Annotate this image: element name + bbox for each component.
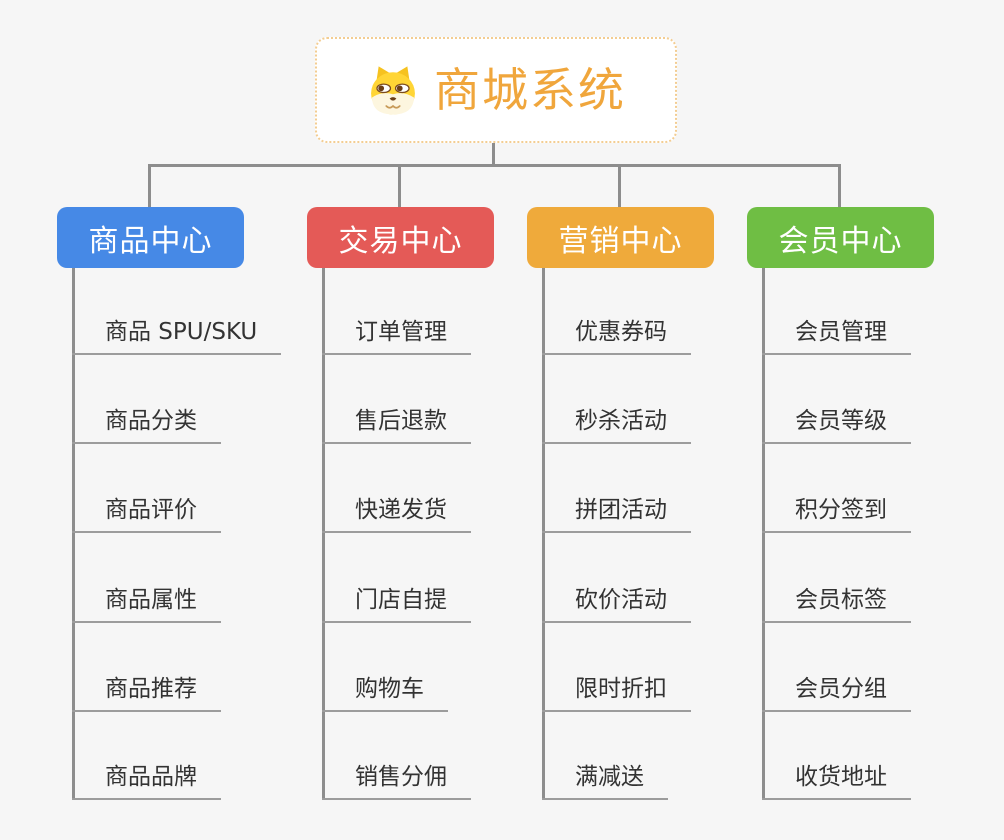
column-spine-member bbox=[762, 267, 765, 800]
branch-label: 交易中心 bbox=[338, 223, 463, 259]
branch-node-trade-center[interactable]: 交易中心 bbox=[307, 207, 494, 268]
leaf-node[interactable]: 商品属性 bbox=[72, 585, 221, 623]
leaf-node[interactable]: 快递发货 bbox=[322, 495, 471, 533]
leaf-node[interactable]: 会员管理 bbox=[762, 317, 911, 355]
branch-node-product-center[interactable]: 商品中心 bbox=[57, 207, 244, 268]
leaf-node[interactable]: 商品 SPU/SKU bbox=[72, 317, 282, 355]
leaf-node[interactable]: 砍价活动 bbox=[542, 585, 691, 623]
leaf-node[interactable]: 秒杀活动 bbox=[542, 406, 691, 444]
leaf-node[interactable]: 订单管理 bbox=[322, 317, 471, 355]
leaf-node[interactable]: 销售分佣 bbox=[322, 762, 471, 800]
leaf-node[interactable]: 拼团活动 bbox=[542, 495, 691, 533]
leaf-node[interactable]: 会员等级 bbox=[762, 406, 911, 444]
connector-root-drop bbox=[492, 141, 495, 166]
root-node[interactable]: 商城系统 bbox=[315, 37, 677, 143]
leaf-node[interactable]: 满减送 bbox=[542, 762, 668, 800]
column-spine-marketing bbox=[542, 267, 545, 800]
connector-horizontal-bus bbox=[148, 164, 841, 167]
leaf-node[interactable]: 门店自提 bbox=[322, 585, 471, 623]
column-spine-trade bbox=[322, 267, 325, 800]
leaf-node[interactable]: 会员分组 bbox=[762, 674, 911, 712]
branch-label: 营销中心 bbox=[558, 223, 683, 259]
connector-drop-product bbox=[148, 164, 151, 208]
leaf-node[interactable]: 会员标签 bbox=[762, 585, 911, 623]
branch-label: 商品中心 bbox=[88, 223, 213, 259]
branch-node-marketing-center[interactable]: 营销中心 bbox=[527, 207, 714, 268]
leaf-node[interactable]: 优惠券码 bbox=[542, 317, 691, 355]
branch-label: 会员中心 bbox=[778, 223, 903, 259]
leaf-node[interactable]: 商品评价 bbox=[72, 495, 221, 533]
leaf-node[interactable]: 售后退款 bbox=[322, 406, 471, 444]
leaf-node[interactable]: 商品品牌 bbox=[72, 762, 221, 800]
root-title: 商城系统 bbox=[434, 63, 626, 117]
leaf-node[interactable]: 商品分类 bbox=[72, 406, 221, 444]
branch-node-member-center[interactable]: 会员中心 bbox=[747, 207, 934, 268]
leaf-node[interactable]: 商品推荐 bbox=[72, 674, 221, 712]
shiba-dog-icon bbox=[366, 63, 420, 117]
leaf-node[interactable]: 积分签到 bbox=[762, 495, 911, 533]
leaf-node[interactable]: 购物车 bbox=[322, 674, 448, 712]
connector-drop-marketing bbox=[618, 164, 621, 208]
leaf-node[interactable]: 限时折扣 bbox=[542, 674, 691, 712]
column-spine-product bbox=[72, 267, 75, 800]
connector-drop-member bbox=[838, 164, 841, 208]
leaf-node[interactable]: 收货地址 bbox=[762, 762, 911, 800]
connector-drop-trade bbox=[398, 164, 401, 208]
